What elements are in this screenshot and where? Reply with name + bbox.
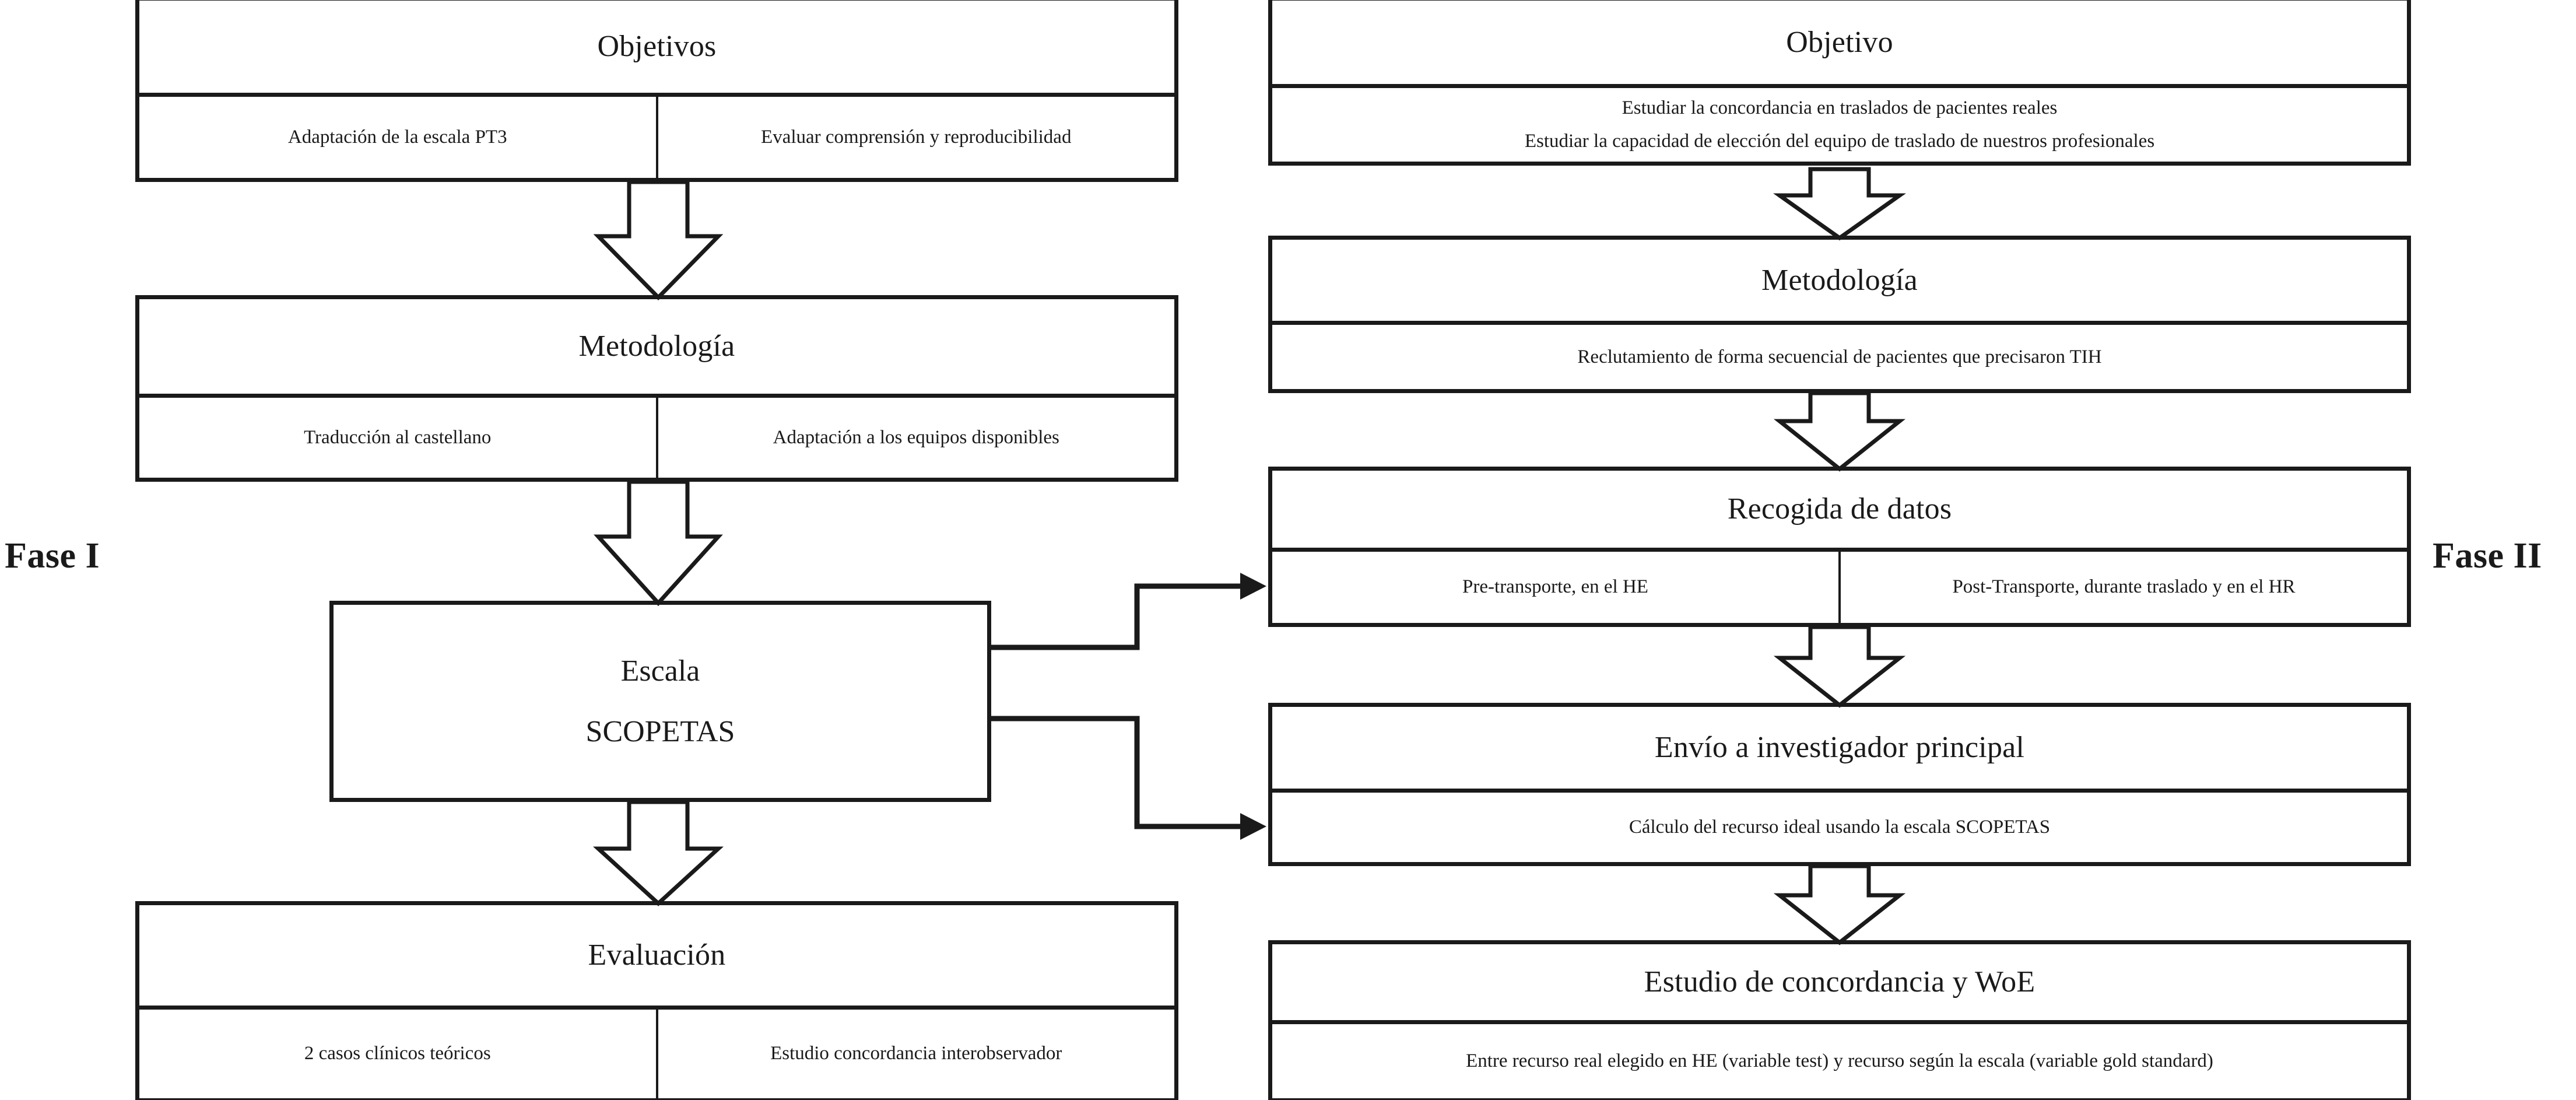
box-recogida-body: Pre-transporte, en el HE Post-Transporte…: [1272, 548, 2407, 623]
box-envio-line-1: Cálculo del recurso ideal usando la esca…: [1629, 817, 2051, 838]
box-evaluacion-body: 2 casos clínicos teóricos Estudio concor…: [139, 1006, 1174, 1098]
box-objetivo: Objetivo Estudiar la concordancia en tra…: [1268, 0, 2411, 166]
box-envio-body: Cálculo del recurso ideal usando la esca…: [1272, 789, 2407, 862]
box-objetivo-title: Objetivo: [1786, 25, 1893, 59]
box-concordancia-body: Entre recurso real elegido en HE (variab…: [1272, 1020, 2407, 1098]
box-metodologia-fase2: Metodología Reclutamiento de forma secue…: [1268, 236, 2411, 393]
box-evaluacion: Evaluación 2 casos clínicos teóricos Est…: [135, 901, 1178, 1100]
escala-line-1: Escala: [620, 654, 700, 688]
box-concordancia-line-1: Entre recurso real elegido en HE (variab…: [1466, 1050, 2213, 1072]
box-escala-scopetas: Escala SCOPETAS: [329, 601, 991, 802]
box-metodologia-fase1-body: Traducción al castellano Adaptación a lo…: [139, 394, 1174, 478]
box-metodologia-fase1-title: Metodología: [578, 330, 735, 363]
box-recogida-header: Recogida de datos: [1272, 471, 2407, 548]
box-objetivos: Objetivos Adaptación de la escala PT3 Ev…: [135, 0, 1178, 182]
box-metodologia-fase2-header: Metodología: [1272, 240, 2407, 321]
arrow-metodologia2-to-recogida: [1773, 391, 1906, 472]
box-evaluacion-cell-2: Estudio concordancia interobservador: [655, 1010, 1175, 1098]
phase-label-fase-ii: Fase II: [2433, 536, 2542, 576]
arrow-objetivo-to-metodologia2: [1773, 167, 1906, 241]
box-evaluacion-title: Evaluación: [588, 938, 726, 972]
box-recogida-cell-2: Post-Transporte, durante traslado y en e…: [1838, 552, 2407, 623]
box-objetivos-title: Objetivos: [597, 30, 717, 64]
box-objetivo-line-2: Estudiar la capacidad de elección del eq…: [1524, 131, 2155, 152]
box-objetivos-header: Objetivos: [139, 1, 1174, 93]
box-evaluacion-cell-1: 2 casos clínicos teóricos: [304, 1043, 491, 1064]
arrow-recogida-to-envio: [1773, 625, 1906, 708]
box-recogida-cell-1: Pre-transporte, en el HE: [1462, 576, 1648, 598]
escala-line-2: SCOPETAS: [585, 714, 735, 748]
box-objetivo-line-1: Estudiar la concordancia en traslados de…: [1622, 97, 2058, 119]
arrow-escala-to-evaluacion: [592, 800, 724, 906]
box-metodologia-fase1-cell-2: Adaptación a los equipos disponibles: [655, 398, 1175, 478]
connector-escala-to-envio: [991, 716, 1255, 829]
arrow-metodologia-to-escala: [594, 479, 723, 607]
box-estudio-concordancia-woe: Estudio de concordancia y WoE Entre recu…: [1268, 940, 2411, 1100]
box-objetivo-body: Estudiar la concordancia en traslados de…: [1272, 84, 2407, 162]
connector-escala-to-envio-arrowhead: [1240, 813, 1266, 840]
arrow-objetivos-to-metodologia: [593, 180, 724, 300]
box-objetivo-header: Objetivo: [1272, 1, 2407, 84]
box-recogida-title: Recogida de datos: [1727, 492, 1952, 526]
box-concordancia-header: Estudio de concordancia y WoE: [1272, 944, 2407, 1020]
box-metodologia-fase2-line-1: Reclutamiento de forma secuencial de pac…: [1577, 346, 2102, 367]
connector-escala-to-recogida: [991, 583, 1255, 650]
box-metodologia-fase1-cell-1: Traducción al castellano: [304, 426, 492, 448]
box-metodologia-fase1: Metodología Traducción al castellano Ada…: [135, 295, 1178, 482]
box-objetivos-cell-1: Adaptación de la escala PT3: [287, 126, 507, 148]
phase-label-fase-i: Fase I: [5, 536, 100, 576]
connector-escala-to-recogida-arrowhead: [1240, 573, 1266, 600]
box-metodologia-fase1-header: Metodología: [139, 299, 1174, 394]
arrow-envio-to-concordancia: [1773, 864, 1906, 945]
box-envio-investigador: Envío a investigador principal Cálculo d…: [1268, 703, 2411, 866]
box-objetivos-cell-2: Evaluar comprensión y reproducibilidad: [655, 97, 1175, 178]
box-metodologia-fase2-body: Reclutamiento de forma secuencial de pac…: [1272, 321, 2407, 389]
box-envio-header: Envío a investigador principal: [1272, 707, 2407, 789]
box-objetivos-body: Adaptación de la escala PT3 Evaluar comp…: [139, 93, 1174, 178]
box-evaluacion-header: Evaluación: [139, 905, 1174, 1006]
box-concordancia-title: Estudio de concordancia y WoE: [1644, 965, 2035, 999]
box-recogida-de-datos: Recogida de datos Pre-transporte, en el …: [1268, 467, 2411, 627]
box-metodologia-fase2-title: Metodología: [1761, 263, 1918, 297]
box-envio-title: Envío a investigador principal: [1654, 731, 2025, 765]
